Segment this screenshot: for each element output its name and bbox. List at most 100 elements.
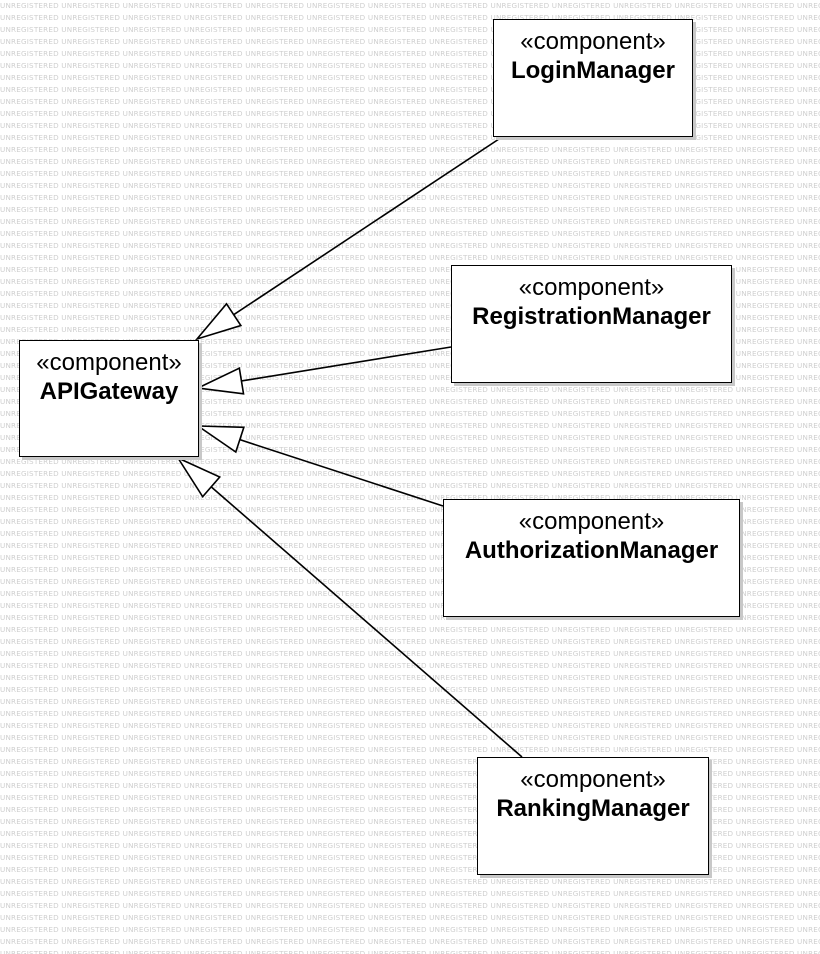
component-stereotype: «component» [518,274,665,301]
watermark-line: UNREGISTERED UNREGISTERED UNREGISTERED U… [0,85,820,94]
watermark-line: UNREGISTERED UNREGISTERED UNREGISTERED U… [0,13,820,22]
watermark-line: UNREGISTERED UNREGISTERED UNREGISTERED U… [0,853,820,862]
watermark-line: UNREGISTERED UNREGISTERED UNREGISTERED U… [0,181,820,190]
watermark-line: UNREGISTERED UNREGISTERED UNREGISTERED U… [0,709,820,718]
watermark-line: UNREGISTERED UNREGISTERED UNREGISTERED U… [0,817,820,826]
watermark-line: UNREGISTERED UNREGISTERED UNREGISTERED U… [0,73,820,82]
generalization-line [241,346,452,382]
watermark-line: UNREGISTERED UNREGISTERED UNREGISTERED U… [0,937,820,946]
hollow-triangle-arrowhead [194,302,243,341]
watermark-line: UNREGISTERED UNREGISTERED UNREGISTERED U… [0,217,820,226]
watermark-line: UNREGISTERED UNREGISTERED UNREGISTERED U… [0,949,820,954]
watermark-line: UNREGISTERED UNREGISTERED UNREGISTERED U… [0,913,820,922]
watermark-line: UNREGISTERED UNREGISTERED UNREGISTERED U… [0,745,820,754]
watermark-line: UNREGISTERED UNREGISTERED UNREGISTERED U… [0,829,820,838]
watermark-line: UNREGISTERED UNREGISTERED UNREGISTERED U… [0,157,820,166]
component-ranking-manager[interactable]: «component» RankingManager [477,757,709,875]
watermark-line: UNREGISTERED UNREGISTERED UNREGISTERED U… [0,337,820,346]
watermark-line: UNREGISTERED UNREGISTERED UNREGISTERED U… [0,325,820,334]
watermark-line: UNREGISTERED UNREGISTERED UNREGISTERED U… [0,169,820,178]
watermark-line: UNREGISTERED UNREGISTERED UNREGISTERED U… [0,373,820,382]
watermark-line: UNREGISTERED UNREGISTERED UNREGISTERED U… [0,625,820,634]
watermark-line: UNREGISTERED UNREGISTERED UNREGISTERED U… [0,541,820,550]
watermark-line: UNREGISTERED UNREGISTERED UNREGISTERED U… [0,385,820,394]
watermark-line: UNREGISTERED UNREGISTERED UNREGISTERED U… [0,49,820,58]
component-api-gateway[interactable]: «component» APIGateway [19,340,199,457]
watermark-line: UNREGISTERED UNREGISTERED UNREGISTERED U… [0,457,820,466]
component-name: RegistrationManager [472,303,711,330]
watermark-line: UNREGISTERED UNREGISTERED UNREGISTERED U… [0,301,820,310]
watermark-line: UNREGISTERED UNREGISTERED UNREGISTERED U… [0,445,820,454]
component-name: RankingManager [496,795,690,822]
watermark-line: UNREGISTERED UNREGISTERED UNREGISTERED U… [0,469,820,478]
watermark-line: UNREGISTERED UNREGISTERED UNREGISTERED U… [0,517,820,526]
watermark-line: UNREGISTERED UNREGISTERED UNREGISTERED U… [0,229,820,238]
generalization-line [210,486,523,758]
generalization-login-manager[interactable] [194,136,503,341]
generalization-authorization-manager[interactable] [195,425,444,507]
watermark-line: UNREGISTERED UNREGISTERED UNREGISTERED U… [0,553,820,562]
generalization-registration-manager[interactable] [195,346,452,395]
watermark-line: UNREGISTERED UNREGISTERED UNREGISTERED U… [0,505,820,514]
component-stereotype: «component» [520,28,666,55]
component-authorization-manager[interactable]: «component» AuthorizationManager [443,499,740,617]
watermark-line: UNREGISTERED UNREGISTERED UNREGISTERED U… [0,649,820,658]
generalization-line [233,136,503,316]
watermark-line: UNREGISTERED UNREGISTERED UNREGISTERED U… [0,529,820,538]
watermark-line: UNREGISTERED UNREGISTERED UNREGISTERED U… [0,253,820,262]
component-name: AuthorizationManager [464,537,719,564]
watermark-line: UNREGISTERED UNREGISTERED UNREGISTERED U… [0,121,820,130]
watermark-line: UNREGISTERED UNREGISTERED UNREGISTERED U… [0,925,820,934]
generalization-ranking-manager[interactable] [175,456,523,758]
watermark-line: UNREGISTERED UNREGISTERED UNREGISTERED U… [0,481,820,490]
watermark-line: UNREGISTERED UNREGISTERED UNREGISTERED U… [0,685,820,694]
component-registration-manager[interactable]: «component» RegistrationManager [451,265,732,383]
watermark-line: UNREGISTERED UNREGISTERED UNREGISTERED U… [0,637,820,646]
watermark-line: UNREGISTERED UNREGISTERED UNREGISTERED U… [0,277,820,286]
watermark-line: UNREGISTERED UNREGISTERED UNREGISTERED U… [0,769,820,778]
hollow-triangle-arrowhead [175,456,222,499]
component-stereotype: «component» [518,508,665,535]
watermark-line: UNREGISTERED UNREGISTERED UNREGISTERED U… [0,565,820,574]
watermark-line: UNREGISTERED UNREGISTERED UNREGISTERED U… [0,97,820,106]
component-login-manager[interactable]: «component» LoginManager [493,19,693,137]
watermark-line: UNREGISTERED UNREGISTERED UNREGISTERED U… [0,757,820,766]
watermark-line: UNREGISTERED UNREGISTERED UNREGISTERED U… [0,577,820,586]
watermark-line: UNREGISTERED UNREGISTERED UNREGISTERED U… [0,109,820,118]
watermark-line: UNREGISTERED UNREGISTERED UNREGISTERED U… [0,721,820,730]
watermark-line: UNREGISTERED UNREGISTERED UNREGISTERED U… [0,805,820,814]
watermark-line: UNREGISTERED UNREGISTERED UNREGISTERED U… [0,661,820,670]
watermark-line: UNREGISTERED UNREGISTERED UNREGISTERED U… [0,289,820,298]
watermark-line: UNREGISTERED UNREGISTERED UNREGISTERED U… [0,793,820,802]
watermark-line: UNREGISTERED UNREGISTERED UNREGISTERED U… [0,1,820,10]
watermark-line: UNREGISTERED UNREGISTERED UNREGISTERED U… [0,313,820,322]
watermark-line: UNREGISTERED UNREGISTERED UNREGISTERED U… [0,433,820,442]
watermark-line: UNREGISTERED UNREGISTERED UNREGISTERED U… [0,493,820,502]
watermark-line: UNREGISTERED UNREGISTERED UNREGISTERED U… [0,841,820,850]
watermark-line: UNREGISTERED UNREGISTERED UNREGISTERED U… [0,133,820,142]
component-name: LoginManager [510,57,675,84]
watermark-line: UNREGISTERED UNREGISTERED UNREGISTERED U… [0,877,820,886]
watermark-line: UNREGISTERED UNREGISTERED UNREGISTERED U… [0,205,820,214]
watermark-line: UNREGISTERED UNREGISTERED UNREGISTERED U… [0,241,820,250]
hollow-triangle-arrowhead [195,366,245,395]
watermark-line: UNREGISTERED UNREGISTERED UNREGISTERED U… [0,409,820,418]
watermark-line: UNREGISTERED UNREGISTERED UNREGISTERED U… [0,589,820,598]
watermark-line: UNREGISTERED UNREGISTERED UNREGISTERED U… [0,61,820,70]
watermark-line: UNREGISTERED UNREGISTERED UNREGISTERED U… [0,889,820,898]
watermark-line: UNREGISTERED UNREGISTERED UNREGISTERED U… [0,145,820,154]
watermark-line: UNREGISTERED UNREGISTERED UNREGISTERED U… [0,397,820,406]
watermark-line: UNREGISTERED UNREGISTERED UNREGISTERED U… [0,265,820,274]
watermark-line: UNREGISTERED UNREGISTERED UNREGISTERED U… [0,781,820,790]
generalization-line [239,438,444,507]
watermark-line: UNREGISTERED UNREGISTERED UNREGISTERED U… [0,25,820,34]
watermark-line: UNREGISTERED UNREGISTERED UNREGISTERED U… [0,421,820,430]
component-stereotype: «component» [520,766,666,793]
watermark-line: UNREGISTERED UNREGISTERED UNREGISTERED U… [0,37,820,46]
component-stereotype: «component» [36,349,182,376]
watermark-line: UNREGISTERED UNREGISTERED UNREGISTERED U… [0,901,820,910]
watermark-line: UNREGISTERED UNREGISTERED UNREGISTERED U… [0,733,820,742]
component-name: APIGateway [39,378,179,405]
